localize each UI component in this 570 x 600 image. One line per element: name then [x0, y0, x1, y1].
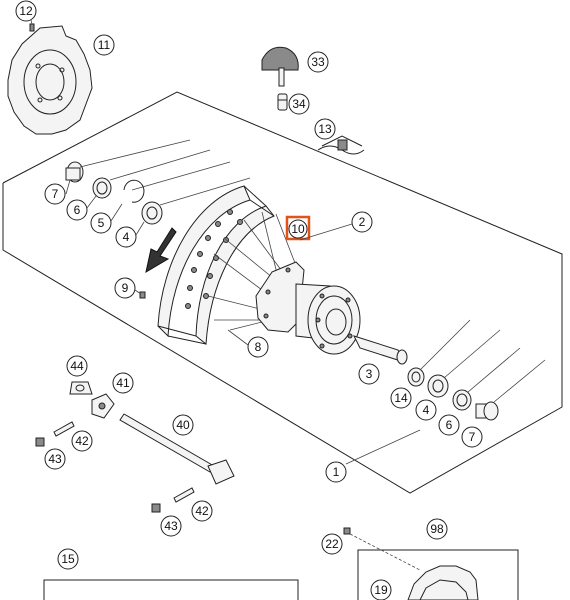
adjuster-screw-lower	[173, 487, 195, 503]
disc-screw	[29, 23, 35, 32]
wheel-spindle	[119, 413, 235, 485]
svg-text:4: 4	[423, 403, 430, 417]
callout-15: 15	[57, 548, 79, 570]
valve-cap	[261, 46, 299, 87]
svg-text:42: 42	[75, 434, 89, 448]
svg-text:5: 5	[98, 216, 105, 230]
callout-42-lower: 42	[191, 500, 213, 522]
adjuster-screw-upper	[53, 421, 75, 437]
callout-4-left: 4	[115, 226, 137, 248]
rim-tape	[317, 135, 365, 155]
svg-text:9: 9	[122, 281, 129, 295]
callout-6-right: 6	[438, 414, 460, 436]
callout-4-right: 4	[415, 399, 437, 421]
leader-lines	[30, 19, 421, 465]
svg-text:11: 11	[98, 38, 111, 52]
svg-text:22: 22	[325, 537, 339, 551]
callout-19: 19	[370, 579, 392, 600]
callout-22: 22	[321, 533, 343, 555]
callout-1: 1	[325, 461, 347, 483]
svg-text:42: 42	[195, 504, 209, 518]
svg-text:98: 98	[430, 522, 444, 536]
rotation-arrow	[145, 227, 177, 274]
tire-panel	[43, 579, 299, 600]
callout-40: 40	[172, 414, 194, 436]
bearing-right	[427, 329, 501, 398]
svg-text:13: 13	[318, 122, 332, 136]
svg-text:15: 15	[61, 552, 75, 566]
svg-text:43: 43	[164, 519, 178, 533]
callout-10[interactable]: 10	[288, 219, 308, 239]
callout-11: 11	[93, 34, 115, 56]
svg-text:14: 14	[394, 391, 408, 405]
svg-text:43: 43	[48, 452, 62, 466]
callout-98: 98	[426, 518, 448, 540]
callout-44: 44	[66, 355, 88, 377]
callout-43-lower: 43	[160, 515, 182, 537]
circlip	[123, 161, 231, 203]
callout-2: 2	[351, 211, 373, 233]
wheel-assembly-frame	[2, 91, 563, 494]
svg-text:1: 1	[333, 465, 340, 479]
svg-text:3: 3	[366, 367, 373, 381]
callout-9: 9	[114, 277, 136, 299]
callout-34: 34	[288, 93, 310, 115]
adjuster-nut-lower	[151, 503, 161, 513]
spacer-left	[65, 139, 191, 183]
chain-adjuster-nut	[69, 381, 93, 395]
svg-text:34: 34	[292, 97, 306, 111]
callout-7-right: 7	[461, 426, 483, 448]
shaft-seal-right	[452, 347, 521, 411]
seal-ring-right	[407, 319, 471, 387]
svg-text:7: 7	[52, 187, 59, 201]
callout-7-left: 7	[44, 183, 66, 205]
callout-43-upper: 43	[44, 448, 66, 470]
bearing-left	[141, 177, 251, 225]
callout-3: 3	[358, 363, 380, 385]
shaft-seal-left	[92, 149, 211, 199]
callout-13: 13	[314, 118, 336, 140]
valve-nut	[277, 93, 288, 111]
svg-text:7: 7	[469, 430, 476, 444]
sprocket-screw	[343, 527, 351, 535]
svg-text:6: 6	[74, 203, 81, 217]
svg-text:41: 41	[116, 376, 130, 390]
callout-14: 14	[390, 387, 412, 409]
callout-41: 41	[112, 372, 134, 394]
brake-disc	[7, 25, 93, 135]
spacer-right	[475, 359, 546, 421]
chain-adjuster	[91, 393, 115, 419]
svg-text:4: 4	[123, 230, 130, 244]
callout-6-left: 6	[66, 199, 88, 221]
svg-text:33: 33	[311, 55, 325, 69]
svg-text:2: 2	[359, 215, 366, 229]
svg-text:10: 10	[291, 222, 305, 236]
svg-text:8: 8	[255, 340, 262, 354]
svg-text:12: 12	[19, 4, 33, 18]
callout-42-upper: 42	[71, 430, 93, 452]
adjuster-nut-upper	[35, 437, 45, 447]
callout-12: 12	[15, 0, 37, 22]
rim-screw	[139, 291, 146, 299]
spacer-sleeve	[353, 335, 408, 365]
rim	[157, 185, 275, 345]
svg-text:19: 19	[374, 583, 388, 597]
svg-text:40: 40	[176, 418, 190, 432]
callout-33: 33	[307, 51, 329, 73]
svg-text:6: 6	[446, 418, 453, 432]
callout-5: 5	[90, 212, 112, 234]
svg-text:44: 44	[70, 359, 84, 373]
hub	[255, 261, 361, 355]
callout-8: 8	[247, 336, 269, 358]
sprocket-panel	[349, 533, 519, 600]
